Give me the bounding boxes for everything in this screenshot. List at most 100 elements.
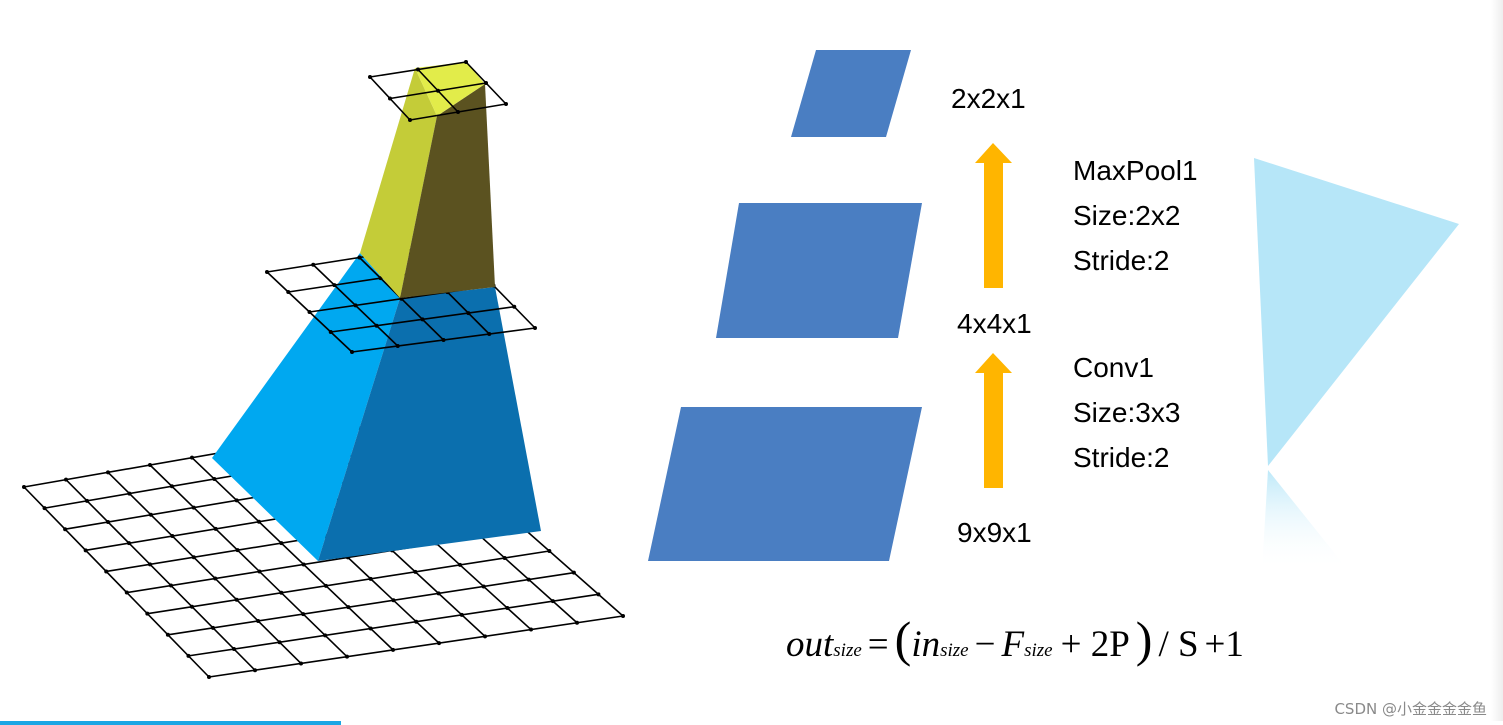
grid-node xyxy=(186,653,191,658)
grid-node xyxy=(207,675,211,679)
grid-node xyxy=(345,654,349,659)
grid-node xyxy=(596,592,601,597)
grid-node xyxy=(148,463,152,467)
grid-node xyxy=(466,311,471,316)
grid-node xyxy=(301,612,306,617)
grid-node xyxy=(357,255,362,260)
grid-node xyxy=(127,491,132,496)
arrow-up-conv xyxy=(975,353,1012,488)
layer-label-4x4: 4x4x1 xyxy=(957,308,1032,339)
grid-node xyxy=(374,323,379,328)
layer-9x9 xyxy=(648,407,922,561)
grid-node xyxy=(353,303,358,308)
grid-node xyxy=(420,317,425,322)
grid-node xyxy=(85,498,89,503)
grid-node xyxy=(277,640,282,645)
grid-line xyxy=(65,479,256,671)
op-maxpool-name: MaxPool1 xyxy=(1073,155,1198,186)
grid-node xyxy=(459,612,464,617)
grid-node xyxy=(395,344,400,348)
grid-node xyxy=(575,620,579,625)
grid-node xyxy=(234,597,239,602)
grid-node xyxy=(148,562,152,567)
grid-node xyxy=(127,541,131,546)
grid-node xyxy=(621,614,625,618)
grid-node xyxy=(437,641,441,646)
formula-out-sub: size xyxy=(833,640,862,661)
grid-node xyxy=(324,583,328,588)
grid-node xyxy=(145,611,150,616)
tower-face-left xyxy=(360,68,437,298)
grid-node xyxy=(416,67,420,72)
grid-node xyxy=(190,455,194,460)
grid-node xyxy=(64,477,68,482)
grid-node xyxy=(212,477,217,482)
formula-minus: − xyxy=(974,624,996,665)
grid-node xyxy=(256,618,261,623)
grid-node xyxy=(441,338,446,342)
grid-node xyxy=(328,330,333,334)
grid-node xyxy=(391,647,395,652)
grid-node xyxy=(301,562,306,567)
grid-node xyxy=(124,590,129,595)
grid-node xyxy=(368,576,373,581)
grid-node xyxy=(279,590,284,595)
grid-node xyxy=(512,304,517,309)
grid-line xyxy=(23,486,210,678)
grid-line xyxy=(167,571,575,636)
grid-node xyxy=(83,548,88,553)
formula-div-s: / S xyxy=(1158,624,1199,665)
layer-label-9x9: 9x9x1 xyxy=(957,517,1032,548)
grid-node xyxy=(265,270,269,274)
grid-node xyxy=(257,569,262,574)
grid-node xyxy=(234,498,239,503)
progress-fill xyxy=(0,721,342,725)
grid-node xyxy=(232,647,236,652)
pyramid-face-right xyxy=(318,287,541,561)
watermark: CSDN @小金金金金鱼 xyxy=(1334,700,1487,718)
grid-node xyxy=(323,633,328,638)
grid-node xyxy=(533,326,537,330)
grid-node xyxy=(502,555,507,560)
grid-node xyxy=(529,627,533,632)
layer-label-2x2: 2x2x1 xyxy=(951,83,1026,114)
grid-node xyxy=(414,619,419,624)
grid-node xyxy=(547,549,552,553)
formula-close-paren: ) xyxy=(1135,611,1153,667)
grid-node xyxy=(484,81,488,85)
grid-node xyxy=(436,591,441,596)
op-maxpool-size: Size:2x2 xyxy=(1073,200,1180,231)
grid-node xyxy=(550,599,555,604)
grid-node xyxy=(504,102,508,106)
decor-triangle xyxy=(1254,158,1459,466)
formula-in: in xyxy=(911,624,941,665)
grid-node xyxy=(456,110,460,114)
grid-node xyxy=(458,562,462,567)
grid-line xyxy=(191,457,394,651)
formula-open-paren: ( xyxy=(894,611,912,667)
grid-node xyxy=(148,512,153,517)
grid-node xyxy=(286,290,291,294)
grid-node xyxy=(436,88,440,93)
grid-node xyxy=(408,118,412,122)
grid-node xyxy=(487,332,492,336)
grid-node xyxy=(211,625,215,630)
receptive-field-illustration xyxy=(22,60,625,679)
op-maxpool-stride: Stride:2 xyxy=(1073,245,1170,276)
grid-node xyxy=(169,583,173,588)
grid-line xyxy=(208,615,624,678)
grid-2x2 xyxy=(368,60,508,122)
formula-in-sub: size xyxy=(940,640,969,661)
grid-node xyxy=(170,534,175,539)
formula-plus-2p: + 2P xyxy=(1060,624,1130,665)
layer-4x4 xyxy=(716,203,922,338)
formula-f: F xyxy=(1001,624,1025,665)
grid-node xyxy=(63,527,68,532)
grid-node xyxy=(388,96,392,101)
op-conv-size: Size:3x3 xyxy=(1073,397,1180,428)
grid-node xyxy=(191,505,196,510)
grid-node xyxy=(253,668,257,673)
grid-node xyxy=(190,604,194,609)
